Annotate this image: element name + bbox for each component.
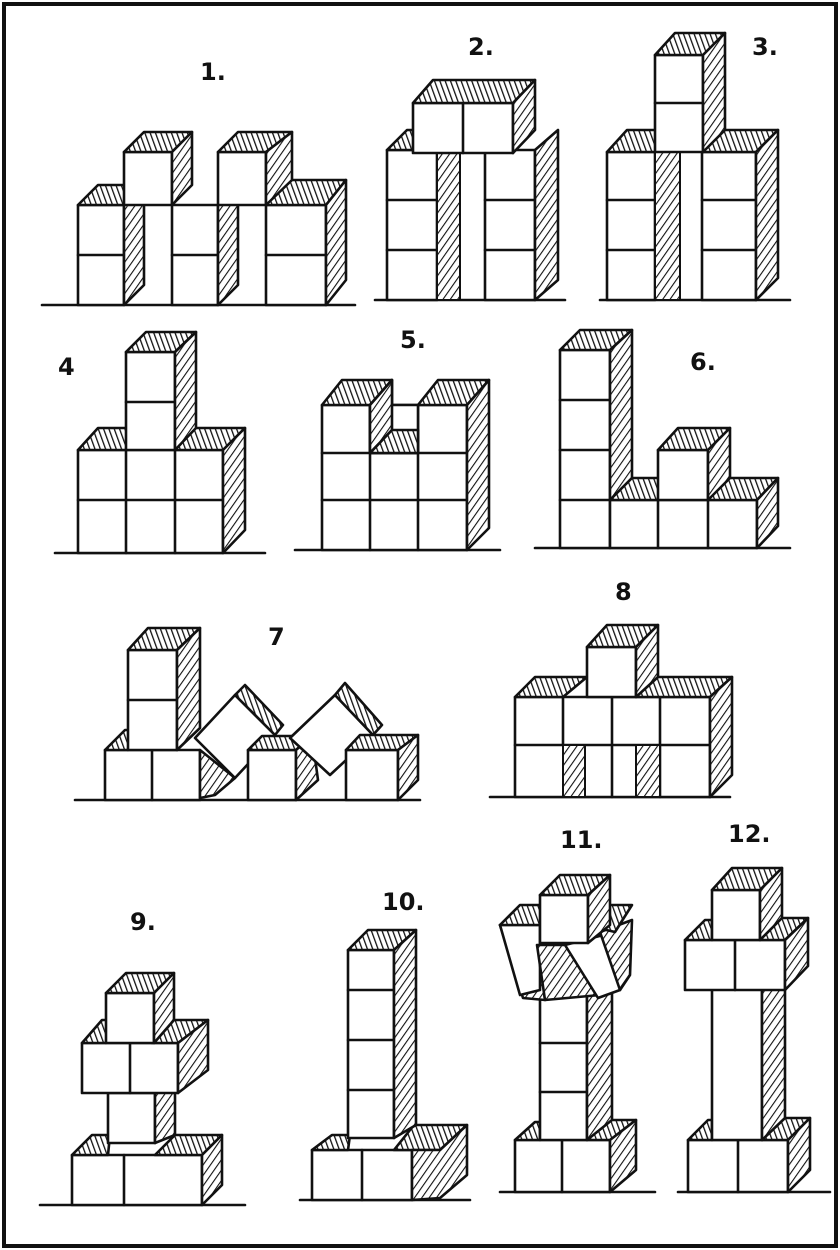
label-6: 6. <box>690 348 716 376</box>
figure-6 <box>535 330 790 548</box>
label-9: 9. <box>130 908 156 936</box>
figure-5 <box>295 380 500 550</box>
figure-9 <box>40 973 245 1205</box>
figure-4 <box>55 332 265 553</box>
label-10: 10. <box>382 888 425 916</box>
figure-12 <box>678 868 830 1192</box>
label-4: 4 <box>58 353 75 381</box>
label-5: 5. <box>400 326 426 354</box>
figure-3 <box>600 33 790 300</box>
figure-1 <box>42 132 355 305</box>
figure-7 <box>75 628 420 800</box>
label-11: 11. <box>560 826 603 854</box>
label-2: 2. <box>468 33 494 61</box>
figure-2 <box>375 80 565 300</box>
label-8: 8 <box>615 578 632 606</box>
figure-10 <box>300 930 470 1200</box>
label-1: 1. <box>200 58 226 86</box>
label-3: 3. <box>752 33 778 61</box>
label-7: 7 <box>268 623 285 651</box>
figure-8 <box>490 625 732 797</box>
figure-11 <box>500 875 655 1192</box>
label-12: 12. <box>728 820 771 848</box>
